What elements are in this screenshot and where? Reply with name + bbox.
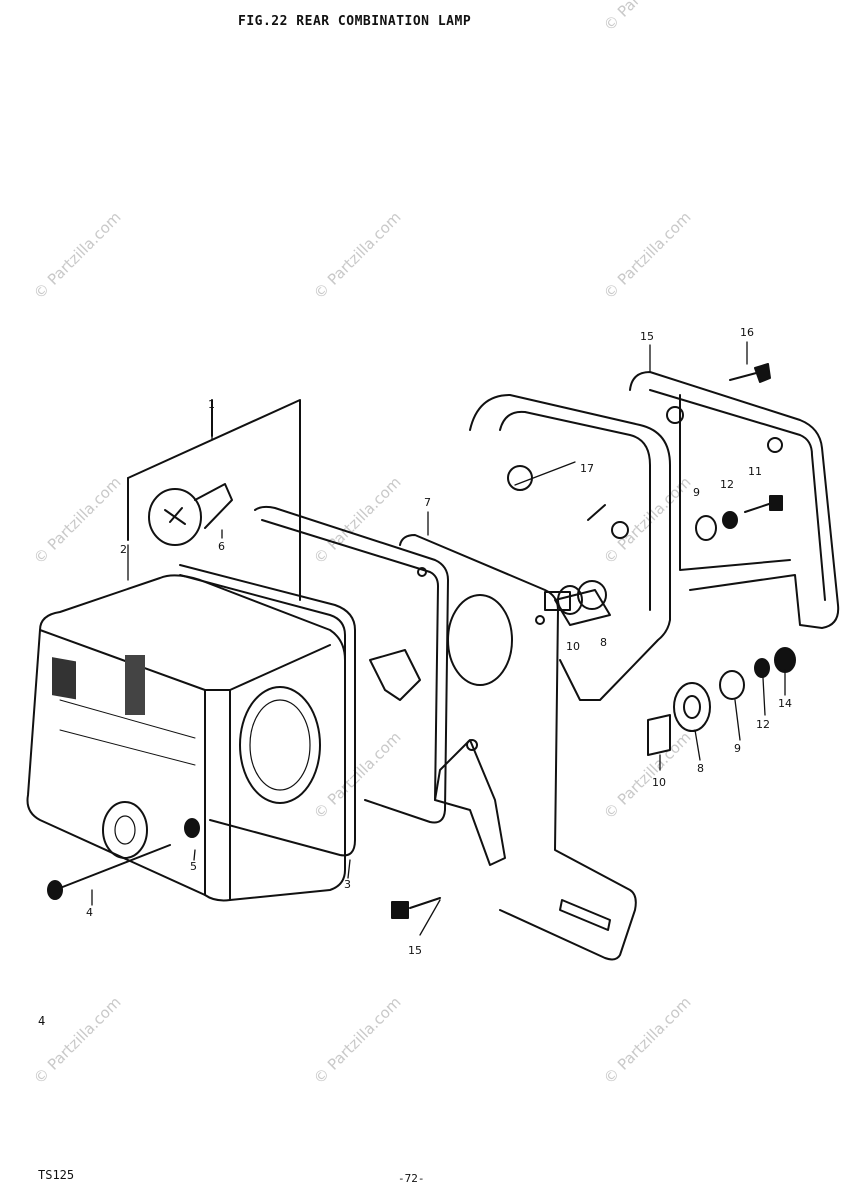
lamp-housing	[254, 505, 449, 824]
callout-5: 5	[190, 860, 197, 873]
license-lamp-housing	[629, 371, 840, 629]
leader-lines	[91, 341, 786, 936]
callout-7: 7	[424, 496, 431, 509]
model-code: TS125	[38, 1168, 75, 1182]
callout-1: 1	[208, 398, 215, 411]
lamp-body	[26, 574, 346, 902]
callout-4: 4	[86, 906, 93, 919]
callout-8: 8	[697, 762, 704, 775]
side-mark: 4	[38, 1014, 46, 1028]
callout-14: 14	[778, 697, 792, 710]
page-number: -72-	[398, 1172, 425, 1185]
callout-15: 15	[408, 944, 422, 957]
callout-2: 2	[120, 543, 127, 556]
callout-9: 9	[734, 742, 741, 755]
callout-8: 8	[600, 636, 607, 649]
callout-17: 17	[580, 462, 594, 475]
callout-10: 10	[652, 776, 666, 789]
bulb	[148, 483, 233, 546]
callout-10: 10	[566, 640, 580, 653]
callout-16: 16	[740, 326, 754, 339]
callout-11: 11	[748, 465, 762, 478]
rear-bracket	[469, 394, 671, 701]
callout-12: 12	[756, 718, 770, 731]
callout-3: 3	[344, 878, 351, 891]
hardware-parts	[47, 363, 796, 919]
callout-6: 6	[218, 540, 225, 553]
mounting-bracket	[399, 534, 637, 961]
figure-title: FIG.22 REAR COMBINATION LAMP	[238, 14, 472, 29]
gasket	[179, 564, 356, 857]
callout-12: 12	[720, 478, 734, 491]
callout-9: 9	[693, 486, 700, 499]
callout-15: 15	[640, 330, 654, 343]
